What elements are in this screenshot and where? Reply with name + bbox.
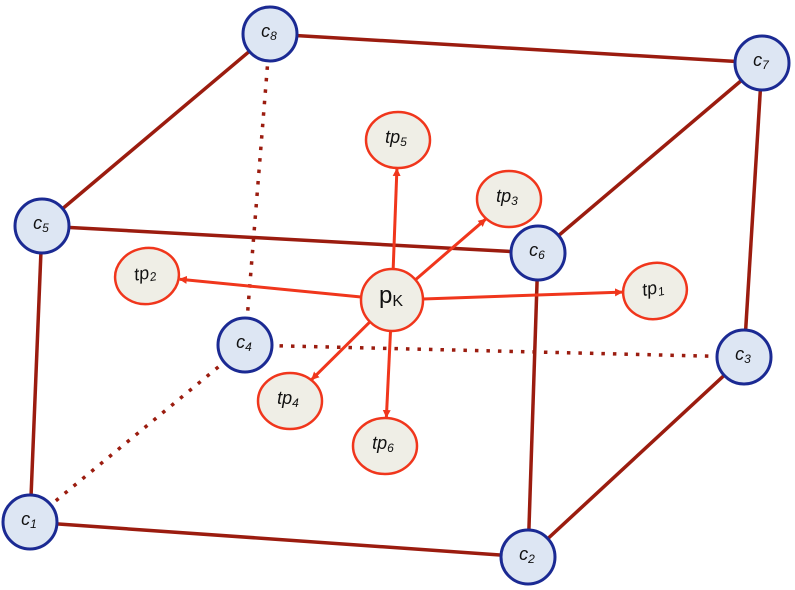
test-point-ellipse (621, 261, 689, 321)
node-label: tp6 (372, 433, 394, 455)
corner-c4: c4 (216, 316, 274, 374)
node-label: tp1 (640, 276, 666, 302)
node-label: c2 (519, 544, 535, 566)
dotted-edge-c4-c3 (244, 343, 745, 359)
corner-c2: c2 (499, 528, 557, 586)
node-label: c3 (735, 344, 751, 366)
test-point-tp2: tp2 (113, 246, 181, 306)
node-label: c5 (33, 213, 49, 235)
arrow-pK-tp6 (382, 330, 393, 419)
node-label: tp2 (132, 261, 158, 287)
edge-c2-c3 (526, 355, 746, 559)
arrow-pK-tp3 (414, 218, 487, 281)
edge-c6-c2 (526, 252, 540, 558)
center-point-pK: pK (359, 267, 425, 333)
corner-circle (509, 224, 567, 282)
solid-edges (28, 32, 764, 559)
corner-circle (241, 5, 299, 63)
node-label: pK (379, 282, 403, 310)
arrow-pK-tp4 (310, 320, 372, 381)
test-point-ellipse (364, 110, 432, 170)
node-label: c1 (21, 509, 37, 531)
corner-circle (13, 197, 71, 255)
nodes: c1 c2 c3 c4 c5 c6 c7 c8 tp1 tp2 tp3 tp4 tp5 tp6 pK (1, 5, 791, 586)
test-point-ellipse (475, 169, 543, 229)
test-point-tp5: tp5 (364, 110, 432, 170)
edge-c6-c7 (536, 61, 764, 255)
corner-circle (733, 34, 791, 92)
node-label: tp3 (496, 186, 518, 208)
corner-c7: c7 (733, 34, 791, 92)
corner-c1: c1 (1, 493, 59, 551)
test-point-ellipse (351, 416, 419, 476)
test-point-tp3: tp3 (475, 169, 543, 229)
corner-c8: c8 (241, 5, 299, 63)
node-label: c6 (529, 240, 545, 262)
node-label: c7 (753, 50, 770, 72)
dotted-edge-c4-c8 (243, 33, 272, 346)
corner-c5: c5 (13, 197, 71, 255)
corner-circle (216, 316, 274, 374)
dotted-edge-c4-c1 (28, 343, 247, 524)
test-point-ellipse (256, 371, 324, 431)
edge-c7-c8 (269, 32, 763, 65)
edge-c1-c2 (29, 520, 529, 559)
edge-c5-c6 (41, 224, 539, 255)
edge-c5-c1 (28, 225, 44, 523)
corner-c6: c6 (509, 224, 567, 282)
node-label: c8 (261, 21, 277, 43)
edge-c8-c5 (40, 32, 272, 228)
corner-circle (1, 493, 59, 551)
arrows (178, 167, 624, 419)
center-circle (359, 267, 425, 333)
node-label: c4 (236, 332, 252, 354)
test-point-ellipse (113, 246, 181, 306)
test-point-tp6: tp6 (351, 416, 419, 476)
corner-c3: c3 (715, 328, 773, 386)
test-point-tp4: tp4 (256, 371, 324, 431)
node-label: tp4 (277, 388, 299, 410)
arrow-pK-tp1 (422, 288, 624, 301)
corner-circle (499, 528, 557, 586)
arrow-pK-tp5 (391, 167, 401, 270)
test-point-tp1: tp1 (621, 261, 689, 321)
node-label: tp5 (385, 127, 407, 149)
dotted-edges (28, 33, 745, 524)
arrow-pK-tp2 (178, 275, 362, 299)
corner-circle (715, 328, 773, 386)
edge-c3-c7 (742, 62, 764, 358)
